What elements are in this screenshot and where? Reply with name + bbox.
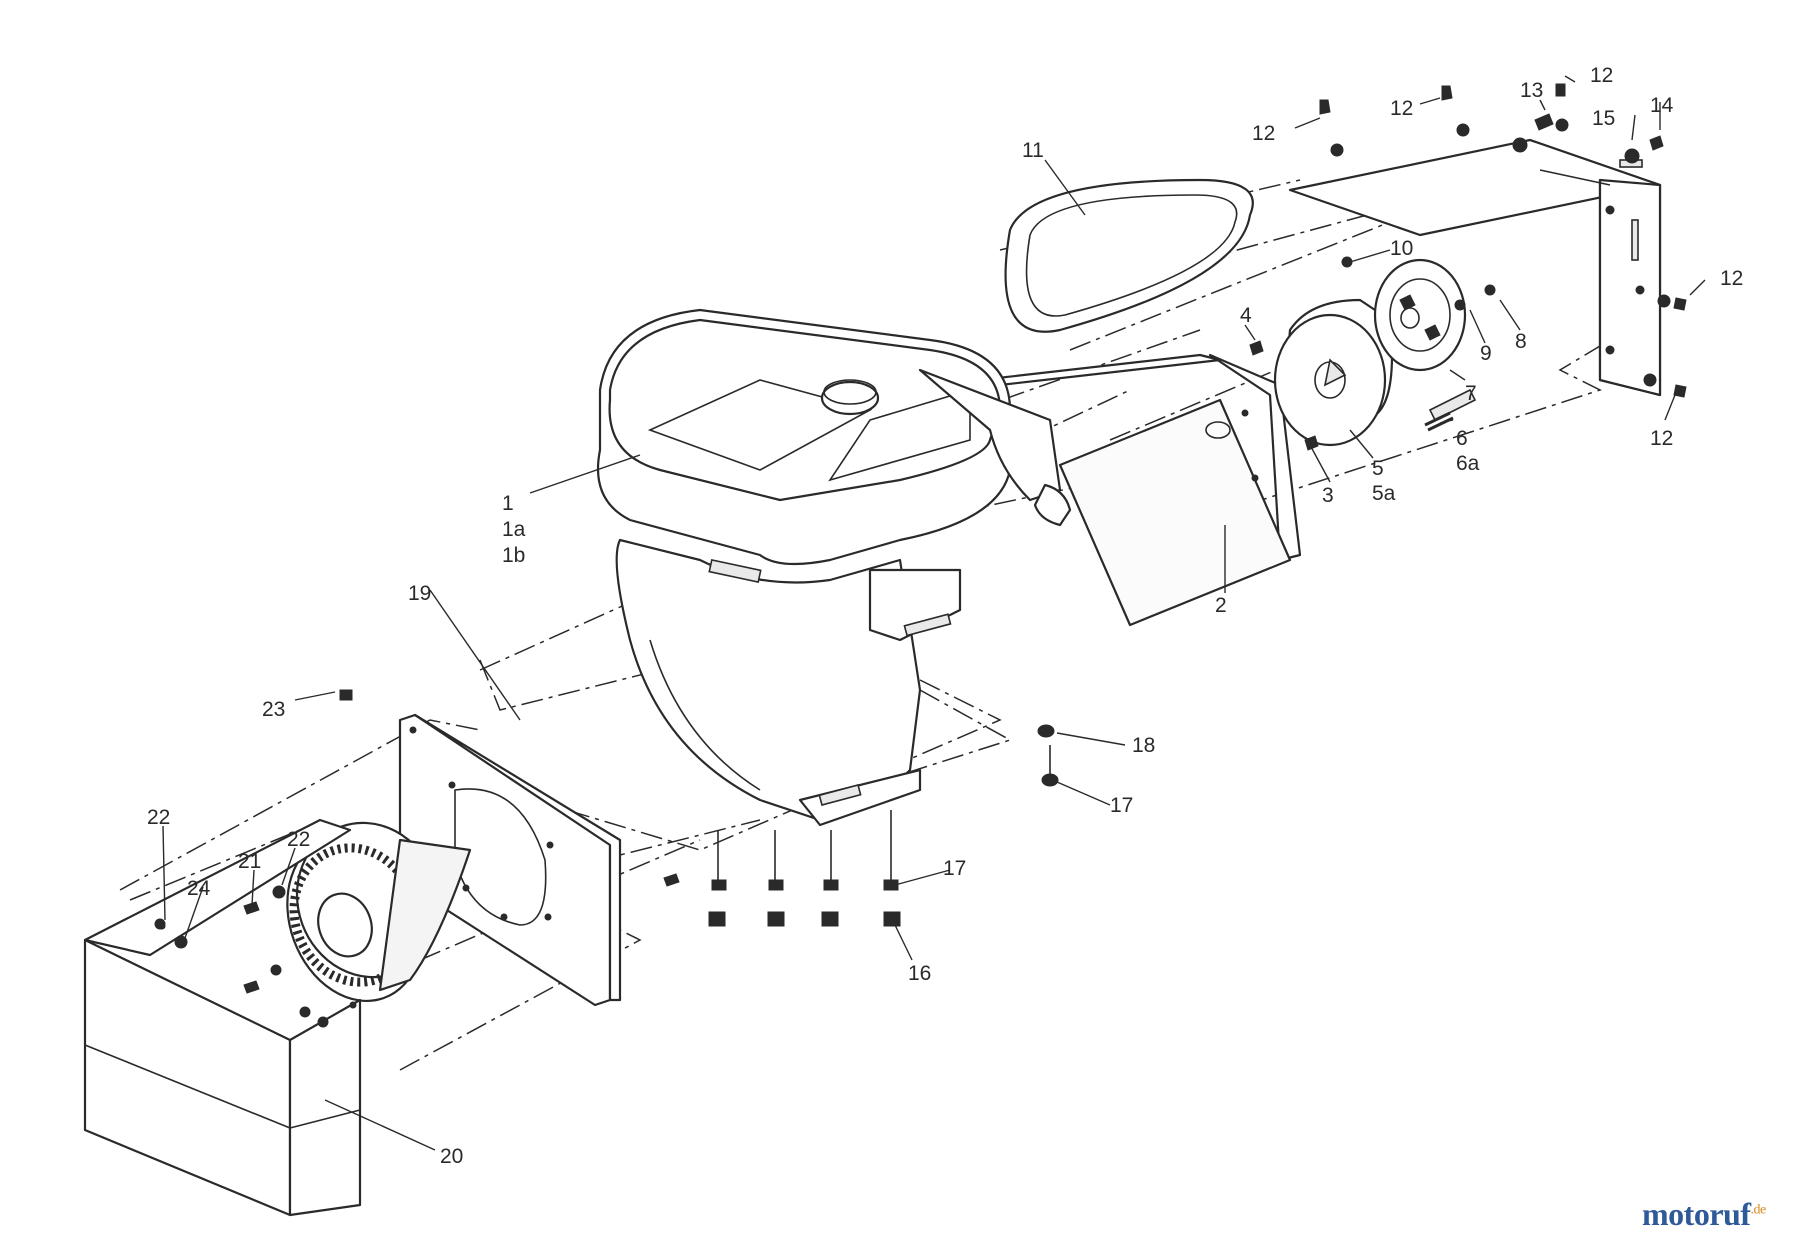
- starter-grille: [286, 821, 472, 1003]
- pulley-assembly: [1273, 258, 1477, 447]
- label-14: 14: [1650, 94, 1674, 117]
- label-12-b: 12: [1390, 97, 1413, 120]
- label-24: 24: [187, 877, 211, 900]
- part-labels: 1 1a 1b 2 3 4 5 5a 6 6a 7 8 9 10 11 12 1…: [147, 64, 1743, 1168]
- label-22-b: 22: [287, 828, 310, 851]
- label-6a: 6a: [1456, 452, 1480, 475]
- brand-watermark: motoruf.de: [1642, 1196, 1766, 1233]
- label-8: 8: [1515, 330, 1527, 353]
- label-17-b: 17: [943, 857, 966, 880]
- watermark-suffix: .de: [1750, 1202, 1766, 1218]
- cover-box: [83, 818, 362, 1217]
- label-2: 2: [1215, 594, 1227, 617]
- label-22-a: 22: [147, 806, 170, 829]
- label-12-a: 12: [1252, 122, 1275, 145]
- shroud-plate: [398, 713, 622, 1007]
- gasket-ring: [1004, 178, 1254, 333]
- label-10: 10: [1390, 237, 1413, 260]
- label-1: 1: [502, 492, 514, 515]
- label-19: 19: [408, 582, 431, 605]
- label-1b: 1b: [502, 544, 525, 567]
- top-bracket: [1288, 138, 1662, 397]
- label-12-e: 12: [1650, 427, 1673, 450]
- label-16: 16: [908, 962, 931, 985]
- label-12-d: 12: [1720, 267, 1743, 290]
- label-7: 7: [1465, 382, 1477, 405]
- label-12-c: 12: [1590, 64, 1613, 87]
- label-6: 6: [1456, 427, 1468, 450]
- label-21: 21: [238, 850, 261, 873]
- label-11: 11: [1022, 139, 1044, 162]
- engine-housing: [596, 308, 1072, 827]
- label-20: 20: [440, 1145, 463, 1168]
- label-17-a: 17: [1110, 794, 1133, 817]
- label-13: 13: [1520, 79, 1543, 102]
- leader-lines: [162, 75, 1706, 1151]
- label-15: 15: [1592, 107, 1615, 130]
- watermark-brand: motoruf: [1642, 1196, 1751, 1232]
- label-3: 3: [1322, 484, 1334, 507]
- angle-plate: [978, 353, 1302, 627]
- label-9: 9: [1480, 342, 1492, 365]
- label-4: 4: [1240, 304, 1252, 327]
- label-18: 18: [1132, 734, 1155, 757]
- label-1a: 1a: [502, 518, 526, 541]
- label-5a: 5a: [1372, 482, 1396, 505]
- label-23: 23: [262, 698, 285, 721]
- label-5: 5: [1372, 457, 1384, 480]
- hardware-fasteners: [154, 83, 1687, 1028]
